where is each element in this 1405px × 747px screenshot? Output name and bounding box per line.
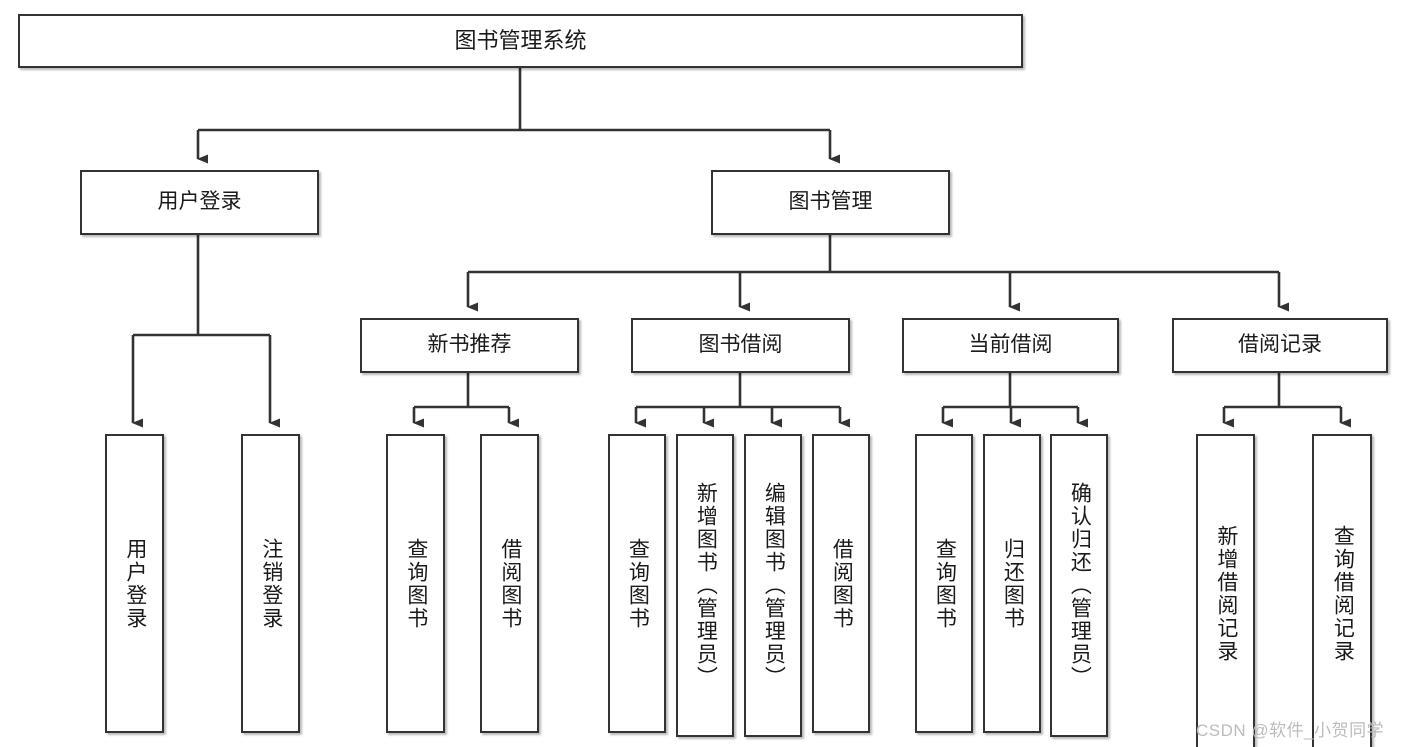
node-label: 用户登录 bbox=[123, 537, 147, 630]
leaf-node-4: 查询图书 bbox=[608, 434, 666, 733]
node-label: 注销登录 bbox=[259, 537, 283, 630]
node-label: 查询图书 bbox=[626, 537, 650, 630]
node-label: 当前借阅 bbox=[968, 333, 1053, 357]
node-label: 借阅图书 bbox=[830, 537, 854, 630]
node-label: 新书推荐 bbox=[427, 333, 512, 357]
level2-node-0: 新书推荐 bbox=[360, 318, 579, 373]
level2-node-3: 借阅记录 bbox=[1172, 318, 1388, 373]
level1-node-0: 用户登录 bbox=[80, 170, 319, 235]
node-label: 归还图书 bbox=[1001, 537, 1025, 630]
level2-node-1: 图书借阅 bbox=[631, 318, 850, 373]
leaf-node-0: 用户登录 bbox=[105, 434, 164, 733]
leaf-node-1: 注销登录 bbox=[241, 434, 300, 733]
node-label: 借阅图书 bbox=[498, 537, 522, 630]
node-label: 新增图书（管理员） bbox=[694, 482, 718, 689]
csdn-watermark: CSDN @软件_小贺同学 bbox=[1196, 721, 1385, 740]
level1-node-1: 图书管理 bbox=[711, 170, 950, 235]
leaf-node-5: 新增图书（管理员） bbox=[676, 434, 734, 737]
node-label: 查询图书 bbox=[404, 537, 428, 630]
node-label: 新增借阅记录 bbox=[1214, 525, 1238, 663]
node-label: 图书管理系统 bbox=[454, 28, 587, 54]
leaf-node-10: 确认归还（管理员） bbox=[1050, 434, 1108, 737]
leaf-node-11: 新增借阅记录 bbox=[1196, 434, 1255, 747]
leaf-node-12: 查询借阅记录 bbox=[1312, 434, 1372, 747]
node-label: 查询图书 bbox=[933, 537, 957, 630]
node-label: 编辑图书（管理员） bbox=[762, 482, 786, 689]
root-node: 图书管理系统 bbox=[18, 14, 1023, 68]
node-label: 借阅记录 bbox=[1238, 333, 1322, 357]
level2-node-2: 当前借阅 bbox=[902, 318, 1119, 373]
leaf-node-8: 查询图书 bbox=[915, 434, 973, 733]
node-label: 查询借阅记录 bbox=[1331, 525, 1355, 663]
leaf-node-6: 编辑图书（管理员） bbox=[744, 434, 802, 737]
node-label: 用户登录 bbox=[157, 190, 242, 214]
node-label: 确认归还（管理员） bbox=[1068, 482, 1092, 689]
node-label: 图书管理 bbox=[788, 190, 873, 214]
leaf-node-7: 借阅图书 bbox=[812, 434, 870, 733]
leaf-node-3: 借阅图书 bbox=[480, 434, 539, 733]
leaf-node-2: 查询图书 bbox=[386, 434, 445, 733]
node-label: 图书借阅 bbox=[698, 333, 783, 357]
leaf-node-9: 归还图书 bbox=[983, 434, 1041, 733]
